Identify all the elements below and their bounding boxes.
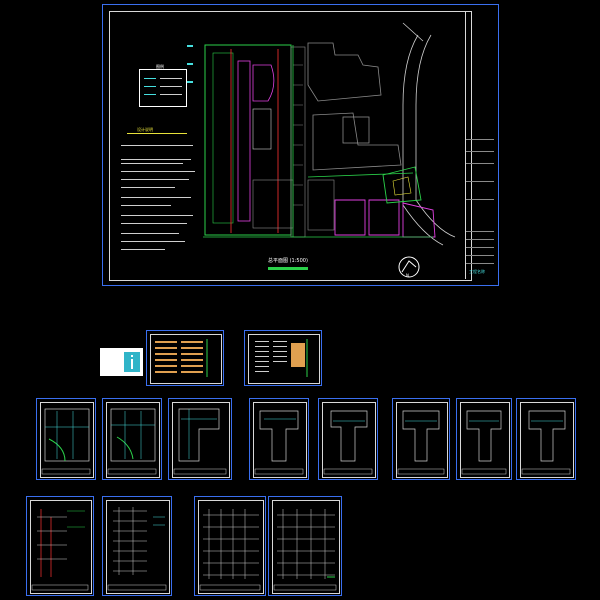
north-arrow-icon: N (398, 256, 420, 278)
notes-2-content (255, 339, 308, 377)
floor-plan-sheet-2[interactable] (102, 398, 162, 480)
system-diagram-3-drawing (199, 509, 261, 591)
floor-plan-sheet-7[interactable] (456, 398, 512, 480)
info-tile[interactable] (100, 348, 143, 376)
floor-plan-sheet-5[interactable] (318, 398, 378, 480)
floor-plan-sheet-1[interactable] (36, 398, 96, 480)
legend-table: 图例 (139, 64, 187, 107)
floor-plan-8-drawing (521, 410, 571, 475)
floor-plan-5-drawing (323, 410, 373, 475)
floor-plan-sheet-6[interactable] (392, 398, 450, 480)
design-notes: 设计说明 (117, 123, 203, 273)
sheet-notes-1[interactable] (146, 330, 224, 386)
system-diagram-sheet-3[interactable] (194, 496, 266, 596)
floor-plan-sheet-3[interactable] (168, 398, 232, 480)
floor-plan-sheet-4[interactable] (249, 398, 309, 480)
floor-plan-3-drawing (173, 408, 227, 475)
info-icon (124, 352, 140, 372)
notes-title: 设计说明 (137, 127, 153, 132)
system-diagram-sheet-1[interactable] (26, 496, 94, 596)
floor-plan-7-drawing (461, 410, 507, 475)
plan-title-underline (268, 267, 308, 270)
title-block: 工程名称 (465, 11, 494, 279)
system-diagram-1-drawing (31, 509, 89, 591)
system-diagram-sheet-4[interactable] (268, 496, 342, 596)
system-diagram-4-drawing (273, 509, 337, 591)
legend-title: 图例 (156, 64, 164, 69)
notes-1-content (155, 339, 208, 377)
title-block-label: 工程名称 (469, 269, 485, 274)
site-plan-drawing (187, 22, 456, 246)
floor-plan-2-drawing (107, 408, 157, 475)
sheet-notes-2[interactable] (244, 330, 322, 386)
plan-title: 总平面图 (1:500) (268, 258, 308, 264)
system-diagram-sheet-2[interactable] (102, 496, 172, 596)
main-site-plan-sheet[interactable]: 工程名称 (102, 4, 499, 286)
floor-plan-1-drawing (41, 408, 91, 475)
floor-plan-6-drawing (397, 410, 445, 475)
floor-plan-sheet-8[interactable] (516, 398, 576, 480)
compass-label: N (406, 273, 409, 278)
floor-plan-4-drawing (254, 410, 304, 475)
drawing-frame (109, 11, 472, 281)
system-diagram-2-drawing (107, 507, 167, 591)
